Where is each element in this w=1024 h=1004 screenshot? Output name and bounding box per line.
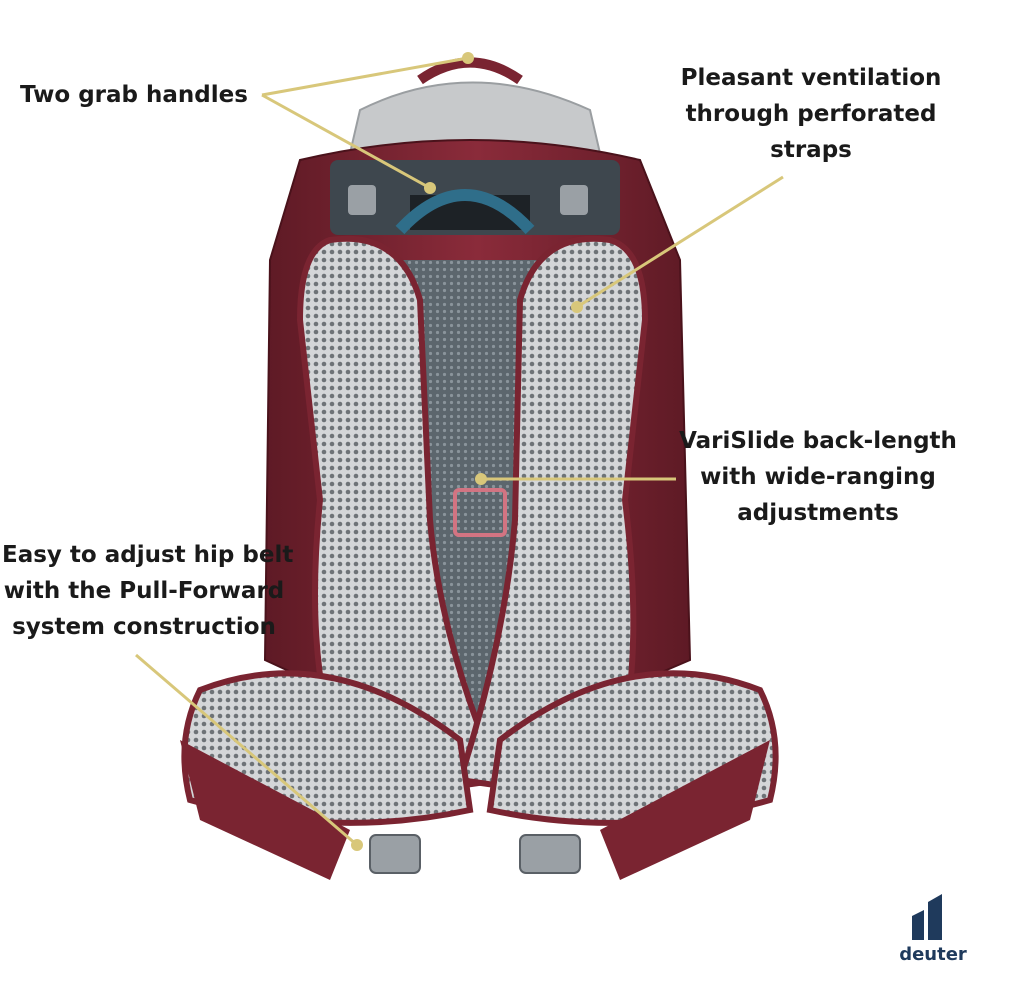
buckle-top-right bbox=[560, 185, 588, 215]
callout-varislide-line2: with wide-ranging bbox=[700, 464, 936, 490]
callout-ventilation: Pleasant ventilation through perforated … bbox=[680, 60, 942, 168]
callout-hip-belt-line1: Easy to adjust hip belt bbox=[2, 542, 294, 568]
brand-name: deuter bbox=[899, 944, 967, 965]
deuter-logo-icon bbox=[912, 894, 942, 940]
callout-ventilation-line2: through perforated bbox=[685, 101, 937, 127]
callout-lines bbox=[135, 56, 784, 847]
buckle-right bbox=[519, 834, 581, 874]
callout-line-hip-belt bbox=[135, 653, 358, 847]
buckle-top-left bbox=[348, 185, 376, 215]
hip-strap-left bbox=[180, 740, 350, 880]
callout-line-handle-inner bbox=[261, 93, 431, 190]
callout-varislide-line3: adjustments bbox=[737, 500, 899, 526]
hip-strap-right bbox=[600, 740, 770, 880]
buckle-left bbox=[369, 834, 421, 874]
callout-varislide-line1: VariSlide back-length bbox=[679, 428, 957, 454]
callout-grab-handles-line1: Two grab handles bbox=[20, 82, 248, 108]
callout-hip-belt-line2: with the Pull-Forward bbox=[3, 578, 285, 604]
callout-ventilation-line1: Pleasant ventilation bbox=[680, 65, 942, 91]
callout-ventilation-line3: straps bbox=[770, 137, 852, 163]
callout-hip-belt: Easy to adjust hip belt with the Pull-Fo… bbox=[2, 537, 294, 645]
varislide-tab bbox=[453, 488, 507, 537]
callout-varislide: VariSlide back-length with wide-ranging … bbox=[678, 423, 958, 531]
callout-line-ventilation bbox=[576, 175, 784, 309]
inner-grab-handle bbox=[395, 189, 535, 235]
callout-grab-handles: Two grab handles bbox=[20, 77, 248, 113]
callout-line-handle-top bbox=[261, 56, 469, 97]
callout-hip-belt-line3: system construction bbox=[12, 614, 276, 640]
